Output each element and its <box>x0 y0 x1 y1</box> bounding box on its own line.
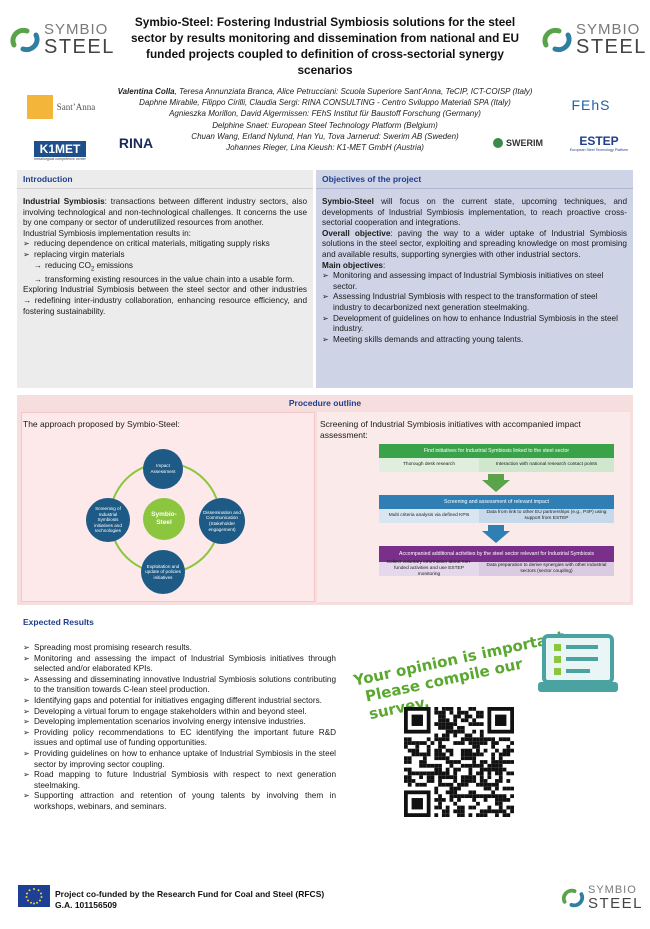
logo-word-steel: STEEL <box>44 36 115 58</box>
list-item: Developing a virtual forum to engage sta… <box>23 707 336 718</box>
list-item: reducing dependence on critical material… <box>23 239 307 250</box>
procedure-section: Procedure outline Impact Assessment Scre… <box>17 395 633 605</box>
list-item: Assessing and disseminating innovative I… <box>23 675 336 696</box>
qr-code-icon[interactable] <box>404 707 514 817</box>
list-item: Meeting skills demands and attracting yo… <box>322 335 627 346</box>
poster-title: Symbio-Steel: Fostering Industrial Symbi… <box>130 15 520 77</box>
list-item: Monitoring and assessing the impact of I… <box>23 654 336 675</box>
rina-logo: RINA <box>118 135 154 151</box>
list-item: Road mapping to future Industrial Symbio… <box>23 770 336 791</box>
k1met-logo: K1MET metallurgical competence center <box>33 141 87 161</box>
flow-step-2-cell: Multi criteria analysis via defined KPIs <box>379 509 479 523</box>
section-heading: Objectives of the project <box>316 170 633 189</box>
approach-label: The approach proposed by Symbio-Steel: <box>23 419 180 429</box>
santanna-logo: Sant’Anna <box>20 92 102 122</box>
flow-step-1-cell: Thorough desk research <box>379 458 479 472</box>
list-item: Providing policy recommendations to EC i… <box>23 728 336 749</box>
screening-node: Screening of Industrial Symbiosis initia… <box>86 498 130 542</box>
logo-word-symbio: SYMBIO <box>588 884 637 896</box>
objectives-list: Monitoring and assessing impact of Indus… <box>322 271 627 345</box>
logo-word-symbio: SYMBIO <box>44 21 109 38</box>
list-item: transforming existing resources in the v… <box>23 275 307 286</box>
fehs-logo: FEhS <box>571 97 611 113</box>
list-item: Developing implementation scenarios invo… <box>23 717 336 728</box>
expected-results-section: Expected Results Spreading most promisin… <box>17 617 342 815</box>
symbio-loop-icon <box>560 885 586 911</box>
arrow-icon: → <box>23 295 32 305</box>
flow-step-3-cell: Data preparation to derive synergies wit… <box>479 562 614 576</box>
symbio-loop-icon <box>8 23 42 57</box>
flow-step-1-header: Find initiatives for Industrial Symbiosi… <box>379 444 614 458</box>
logo-word-steel: STEEL <box>576 36 647 58</box>
list-item: reducing CO2 emissions <box>23 261 307 275</box>
screening-label: Screening of Industrial Symbiosis initia… <box>320 419 581 440</box>
screening-panel: Find initiatives for Industrial Symbiosi… <box>317 412 630 602</box>
list-item: Identifying gaps and potential for initi… <box>23 696 336 707</box>
list-item: Assessing Industrial Symbiosis with resp… <box>322 292 627 313</box>
funding-notice: Project co-funded by the Research Fund f… <box>55 889 325 910</box>
section-heading: Expected Results <box>23 617 94 627</box>
estep-logo: ESTEP European Steel Technology Platform <box>569 134 629 152</box>
flow-step-1-cell: Interaction with national research conta… <box>479 458 614 472</box>
santanna-mark-icon <box>26 95 53 119</box>
swerim-mark-icon <box>493 138 503 148</box>
flow-step-2-header: Screening and assessment of relevant imp… <box>379 495 614 509</box>
introduction-section: Introduction Industrial Symbiosis: trans… <box>17 170 313 388</box>
section-heading: Introduction <box>17 170 313 189</box>
down-arrow-icon <box>482 474 510 492</box>
list-item: Development of guidelines on how to enha… <box>322 314 627 335</box>
dissemination-node: Dissemination and Communication (Stakeho… <box>199 498 245 544</box>
approach-panel: Impact Assessment Screening of Industria… <box>21 412 315 602</box>
expected-results-list: Spreading most promising research result… <box>23 643 336 813</box>
symbio-steel-center-node: Symbio-Steel <box>143 498 185 540</box>
down-arrow-icon <box>482 525 510 543</box>
list-item: Monitoring and assessing impact of Indus… <box>322 271 627 292</box>
section-heading: Procedure outline <box>288 398 362 408</box>
objectives-section: Objectives of the project Symbio-Steel w… <box>316 170 633 388</box>
survey-qr-code[interactable] <box>404 707 514 817</box>
flow-step-2-cell: Data from link to other EU partnerships … <box>479 509 614 523</box>
logo-word-symbio: SYMBIO <box>576 21 641 38</box>
logo-word-steel: STEEL <box>588 895 644 912</box>
author-list: Valentina Colla, Teresa Annunziata Branc… <box>117 87 533 153</box>
list-item: Providing guidelines on how to enhance u… <box>23 749 336 770</box>
flow-step-3-header: Accompanied additional activities by the… <box>379 546 614 562</box>
swerim-logo: SWERIM <box>488 134 548 152</box>
survey-checklist-icon <box>538 634 618 692</box>
impact-assessment-node: Impact Assessment <box>143 449 183 489</box>
list-item: Supporting attraction and retention of y… <box>23 791 336 812</box>
lead-author: Valentina Colla <box>117 87 175 96</box>
list-item: Spreading most promising research result… <box>23 643 336 654</box>
flow-step-3-cell: Collect voluntary information about non-… <box>379 560 479 577</box>
list-item: replacing virgin materials <box>23 250 307 261</box>
exploitation-node: Exploitation and update of policies init… <box>141 550 185 594</box>
symbio-loop-icon <box>540 23 574 57</box>
eu-flag-icon <box>18 885 50 907</box>
intro-list: reducing dependence on critical material… <box>23 239 307 285</box>
